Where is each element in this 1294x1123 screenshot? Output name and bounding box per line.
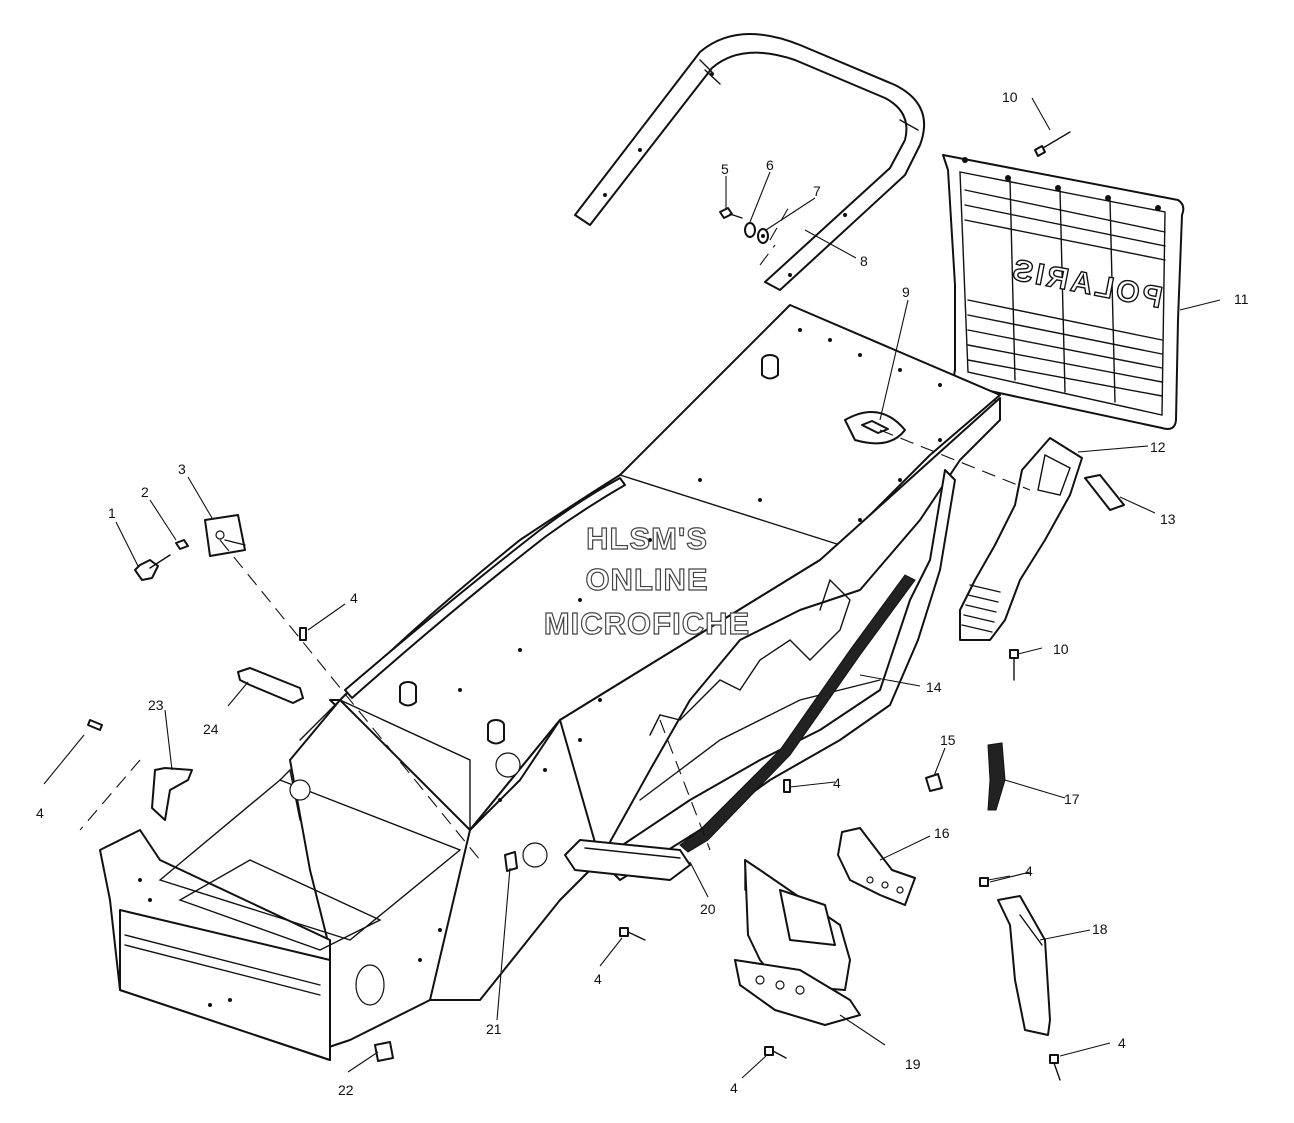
bracket-16 xyxy=(837,827,916,906)
callout-4-a: 4 xyxy=(350,590,358,606)
callout-18: 18 xyxy=(1092,921,1108,937)
running-board-extension xyxy=(959,437,1083,641)
foot-grip-17 xyxy=(987,742,1006,811)
callout-4-g: 4 xyxy=(1118,1035,1126,1051)
callout-1: 1 xyxy=(108,505,116,521)
drive-shaft xyxy=(564,839,691,881)
callout-15: 15 xyxy=(940,732,956,748)
callout-6: 6 xyxy=(766,157,774,173)
callout-10-top: 10 xyxy=(1002,89,1018,105)
footrest-bracket-19 xyxy=(734,859,861,1026)
callout-19: 19 xyxy=(905,1056,921,1072)
callout-23: 23 xyxy=(148,697,164,713)
callout-17: 17 xyxy=(1064,791,1080,807)
callout-20: 20 xyxy=(700,901,716,917)
bracket-24 xyxy=(237,667,304,704)
rivet-10-top xyxy=(1034,131,1071,157)
callout-22: 22 xyxy=(338,1082,354,1098)
snow-flap: POLARIS xyxy=(942,154,1185,430)
callout-8: 8 xyxy=(860,253,868,269)
clip-15 xyxy=(925,773,943,792)
rivet-10-lower xyxy=(1009,649,1019,681)
callout-21: 21 xyxy=(486,1021,502,1037)
rivets-4 xyxy=(87,627,1061,1081)
callout-4-c: 4 xyxy=(833,775,841,791)
bolt-and-washers xyxy=(719,204,791,266)
watermark-line-1: HLSM'S xyxy=(586,521,708,556)
callout-14: 14 xyxy=(926,679,942,695)
rear-bumper-loop xyxy=(574,33,925,291)
callout-24: 24 xyxy=(203,721,219,737)
callout-13: 13 xyxy=(1160,511,1176,527)
pin-21 xyxy=(504,851,518,872)
callout-2: 2 xyxy=(141,484,149,500)
callout-16: 16 xyxy=(934,825,950,841)
callouts: 1 2 3 4 5 6 7 8 9 10 10 11 12 13 14 15 1… xyxy=(36,89,1249,1098)
callout-3: 3 xyxy=(178,461,186,477)
callout-12: 12 xyxy=(1150,439,1166,455)
bracket-23 xyxy=(151,767,193,821)
bracket-18 xyxy=(997,895,1051,1036)
callout-10-lower: 10 xyxy=(1053,641,1069,657)
pad-13 xyxy=(1084,474,1125,511)
callout-4-f: 4 xyxy=(730,1080,738,1096)
watermark: HLSM'S ONLINE MICROFICHE xyxy=(543,520,750,641)
rail-14 xyxy=(679,574,916,853)
callout-4-b: 4 xyxy=(36,805,44,821)
callout-11: 11 xyxy=(1234,291,1249,307)
callout-9: 9 xyxy=(902,284,910,300)
plug-22 xyxy=(374,1041,394,1062)
callout-7: 7 xyxy=(813,183,821,199)
chassis-tunnel xyxy=(99,304,1001,1061)
front-bracket-hardware xyxy=(134,514,246,581)
callout-4-e: 4 xyxy=(1025,863,1033,879)
leader-lines xyxy=(43,97,1221,1079)
callout-4-d: 4 xyxy=(594,971,602,987)
watermark-line-3: MICROFICHE xyxy=(544,606,750,641)
callout-5: 5 xyxy=(721,161,729,177)
watermark-line-2: ONLINE xyxy=(585,562,708,597)
